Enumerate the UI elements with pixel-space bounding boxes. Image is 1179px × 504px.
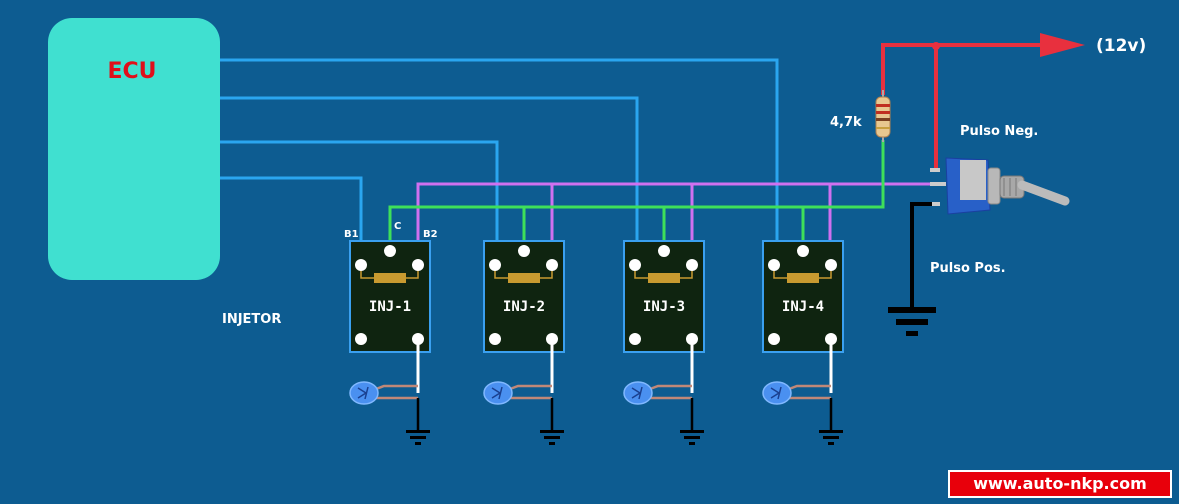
ground-icon <box>680 430 704 433</box>
supply-junction <box>932 42 940 50</box>
supply-wire <box>881 43 1045 95</box>
b2-bus-main <box>416 182 945 265</box>
pin-label-b1: B1 <box>344 229 359 240</box>
injector-group: INJ-1 INJ-2 INJ-3 INJ-4 <box>349 240 844 445</box>
supply-label: (12v) <box>1096 36 1146 56</box>
pin-b1 <box>355 259 367 271</box>
pin-b1 <box>489 259 501 271</box>
pin-label-b2: B2 <box>423 229 438 240</box>
ground-icon <box>540 430 564 433</box>
pin-c <box>797 245 809 257</box>
injector-1: INJ-1 <box>349 240 431 445</box>
injector-4: INJ-4 <box>762 240 844 445</box>
pin-c <box>658 245 670 257</box>
pin-b2 <box>686 259 698 271</box>
injector-2: INJ-2 <box>483 240 565 445</box>
pin-nf <box>768 333 780 345</box>
pin-b1 <box>629 259 641 271</box>
toggle-switch[interactable]: Pulso Neg. Pulso Pos. <box>930 124 1070 276</box>
signal-wire-inj4 <box>220 58 779 265</box>
signal-wire-inj3 <box>220 96 639 265</box>
switch-top-label: Pulso Neg. <box>960 124 1038 139</box>
ground-icon <box>406 430 430 433</box>
pin-nf <box>489 333 501 345</box>
resistor-body <box>875 96 891 138</box>
pin-label-c: C <box>394 221 401 232</box>
pin-b1 <box>768 259 780 271</box>
switch-ground <box>888 202 936 336</box>
pin-b2 <box>546 259 558 271</box>
injector-coil <box>787 273 819 283</box>
injector-label: INJ-3 <box>643 299 685 315</box>
switch-bottom-label: Pulso Pos. <box>930 261 1006 276</box>
pin-c <box>384 245 396 257</box>
led-icon <box>349 381 418 405</box>
ecu-signal-wires <box>220 58 779 265</box>
pin-b2 <box>412 259 424 271</box>
pin-nf <box>355 333 367 345</box>
injector-section-label: INJETOR <box>222 312 281 327</box>
common-bus-main <box>388 140 885 250</box>
pin-b2 <box>825 259 837 271</box>
led-icon <box>623 381 692 405</box>
pin-nf <box>629 333 641 345</box>
supply-line: (12v) <box>881 33 1146 170</box>
ecu-label: ECU <box>107 59 156 84</box>
watermark: www.auto-nkp.com <box>948 470 1172 498</box>
injector-label: INJ-1 <box>369 299 411 315</box>
supply-arrow-icon <box>1040 33 1085 57</box>
ecu-module: ECU <box>48 18 220 280</box>
injector-coil <box>648 273 680 283</box>
injector-coil <box>374 273 406 283</box>
injector-label: INJ-4 <box>782 299 824 315</box>
switch-lever <box>1017 180 1070 206</box>
pin-c <box>518 245 530 257</box>
led-icon <box>483 381 552 405</box>
resistor: 4,7k <box>830 90 891 142</box>
injector-3: INJ-3 <box>623 240 705 445</box>
ground-icon <box>888 307 936 313</box>
injector-label: INJ-2 <box>503 299 545 315</box>
switch-nut <box>987 167 1001 205</box>
signal-wire-inj2 <box>220 140 499 265</box>
ecu-box <box>48 18 220 280</box>
signal-wire-inj1 <box>220 176 363 265</box>
led-icon <box>762 381 831 405</box>
resistor-label: 4,7k <box>830 115 862 130</box>
ground-icon <box>819 430 843 433</box>
injector-coil <box>508 273 540 283</box>
